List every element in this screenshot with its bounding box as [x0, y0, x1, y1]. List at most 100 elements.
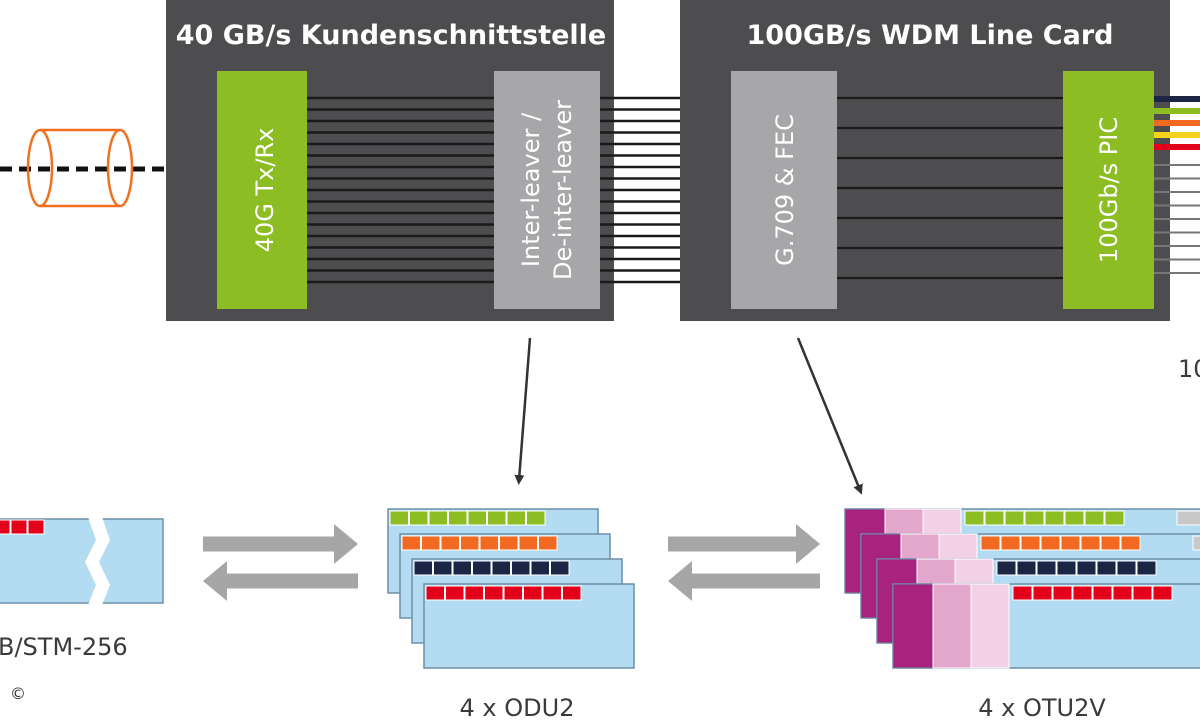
output-fibre-colored — [1154, 120, 1200, 126]
otu-overhead-cell — [1016, 560, 1037, 576]
otu-overhead-cell — [1020, 535, 1041, 551]
otu-overhead-cell — [1096, 560, 1117, 576]
otu-overhead-cell — [1036, 560, 1057, 576]
stm-overhead-cell — [10, 519, 28, 535]
output-fibre-colored — [1154, 132, 1200, 138]
stm-frame: B/STM-256 — [0, 517, 164, 661]
pointer-arrow-interleaver — [514, 337, 532, 485]
odu-overhead-cell — [479, 535, 499, 551]
odu-overhead-cell — [460, 535, 480, 551]
otu-overhead-cell — [1104, 510, 1125, 526]
pic-block — [1063, 71, 1154, 309]
odu-overhead-cell — [491, 560, 511, 576]
otu-overhead-cell — [1120, 535, 1141, 551]
odu-overhead-cell — [409, 510, 429, 526]
odu-overhead-cell — [467, 510, 487, 526]
otu-overhead-cell — [1132, 585, 1153, 601]
stm-overhead-cell — [27, 519, 45, 535]
txrx-block — [217, 71, 307, 309]
otu-overhead-cell — [1080, 535, 1101, 551]
arrow-right — [203, 524, 358, 564]
output-fibre-colored — [1154, 96, 1200, 102]
stm-overhead-cell — [0, 519, 11, 535]
otu-overhead-cell — [1092, 585, 1113, 601]
odu-overhead-cell — [562, 585, 582, 601]
odu-overhead-cell — [401, 535, 421, 551]
double-arrow-odu-otu — [668, 524, 820, 601]
copyright-symbol: © — [10, 684, 26, 703]
arrow-left — [203, 561, 358, 601]
otu-section-magenta — [892, 583, 934, 669]
arrow-left — [668, 561, 820, 601]
fec-label: G.709 & FEC — [771, 114, 799, 266]
otu-section-light-pink — [970, 583, 1010, 669]
otu-fec-cell — [1176, 510, 1200, 526]
stm-overhead-cells — [0, 519, 45, 535]
client-interface-title: 40 GB/s Kundenschnittstelle — [176, 20, 607, 51]
interleaver-block — [494, 71, 600, 309]
arrow-right — [668, 524, 820, 564]
otu-overhead-cell — [1084, 510, 1105, 526]
cable-icon — [26, 128, 134, 208]
odu-overhead-cell — [538, 535, 558, 551]
card-lanes — [837, 96, 1063, 280]
otu-overhead-cell — [984, 510, 1005, 526]
otu-overhead-cell — [1112, 585, 1133, 601]
line-card-box: 100GB/s WDM Line Card G.709 & FEC 100Gb/… — [680, 0, 1170, 321]
otu-section-pink — [932, 583, 972, 669]
otu-overhead-cell — [1076, 560, 1097, 576]
stm-frame-break — [85, 517, 110, 605]
odu-overhead-cell — [503, 585, 523, 601]
output-fibres — [1154, 96, 1200, 274]
odu-overhead-cell — [526, 510, 546, 526]
odu-overhead-cell — [472, 560, 492, 576]
odu-overhead-cell — [421, 535, 441, 551]
odu-overhead-cell — [550, 560, 570, 576]
odu-overhead-cell — [487, 510, 507, 526]
fec-block — [731, 71, 837, 309]
otu2v-stack — [844, 508, 1200, 669]
otu-overhead-cell — [1152, 585, 1173, 601]
odu-overhead-cell — [433, 560, 453, 576]
interleaver-label-line2: De-inter-leaver — [549, 100, 577, 280]
line-card-cut-label: 10 — [1178, 355, 1200, 383]
otu-overhead-cell — [1000, 535, 1021, 551]
otu-overhead-cell — [1004, 510, 1025, 526]
client-interface-box: 40 GB/s Kundenschnittstelle 40G Tx/Rx In… — [166, 0, 614, 321]
txrx-label: 40G Tx/Rx — [251, 128, 279, 253]
otu-overhead-cell — [1060, 535, 1081, 551]
output-fibre-colored — [1154, 144, 1200, 150]
pointer-arrow-fec — [796, 337, 863, 495]
otu-fec-cell — [1192, 535, 1200, 551]
pic-label: 100Gb/s PIC — [1095, 117, 1123, 263]
interleaver-label-line1: Inter-leaver / — [517, 112, 545, 267]
otu-overhead-cell — [980, 535, 1001, 551]
otu-label: 4 x OTU2V — [978, 694, 1106, 720]
client-lanes — [307, 96, 494, 284]
odu-overhead-cell — [530, 560, 550, 576]
odu-overhead-cell — [518, 535, 538, 551]
odu2-stack — [387, 508, 635, 669]
odu-overhead-cell — [452, 560, 472, 576]
odu-overhead-cell — [542, 585, 562, 601]
line-card-title: 100GB/s WDM Line Card — [747, 20, 1114, 51]
otu-overhead-cell — [1100, 535, 1121, 551]
otu-overhead-cell — [1136, 560, 1157, 576]
output-fibre-colored — [1154, 108, 1200, 114]
odu-overhead-cell — [499, 535, 519, 551]
double-arrow-stm-odu — [203, 524, 358, 601]
odu-overhead-cell — [464, 585, 484, 601]
odu-overhead-cell — [484, 585, 504, 601]
otu-overhead-cell — [1024, 510, 1045, 526]
otu-overhead-cell — [996, 560, 1017, 576]
odu-overhead-cell — [413, 560, 433, 576]
otu-overhead-cell — [1012, 585, 1033, 601]
odu-overhead-cell — [445, 585, 465, 601]
otu-overhead-cell — [1040, 535, 1061, 551]
otu-overhead-cell — [1064, 510, 1085, 526]
otu-overhead-cell — [964, 510, 985, 526]
odu-overhead-cell — [440, 535, 460, 551]
odu-overhead-cell — [511, 560, 531, 576]
odu-label: 4 x ODU2 — [460, 694, 575, 720]
